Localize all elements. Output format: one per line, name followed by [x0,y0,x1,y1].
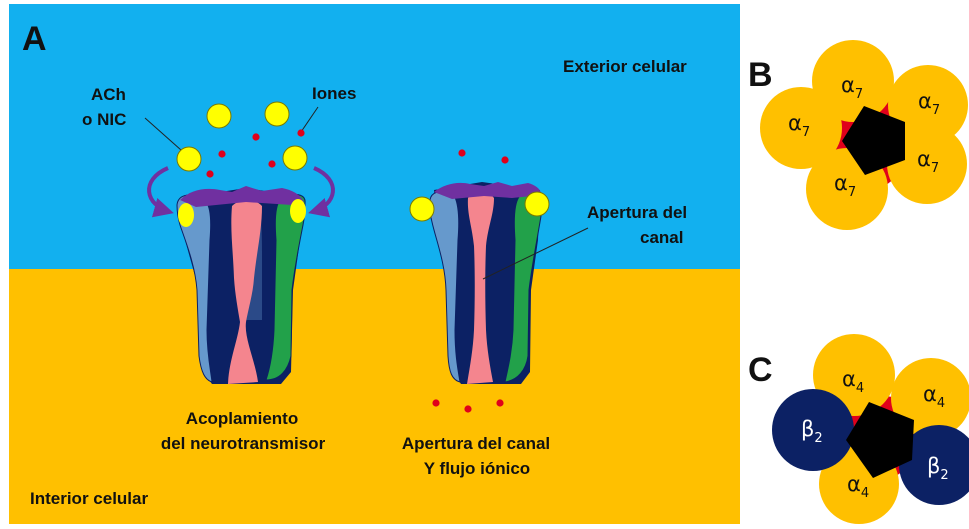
ion-particle [252,133,259,140]
ion-particle [206,170,213,177]
bound-ligand-left [178,203,194,227]
caption-right-line2: Y flujo iónico [424,459,530,478]
ligand-molecule [265,102,289,126]
ion-particle [464,405,471,412]
caption-left-line1: Acoplamiento [186,409,298,428]
ion-particle [432,399,439,406]
ion-particle [496,399,503,406]
caption-right-line1: Apertura del canal [402,434,550,453]
ligand-label-line2: o NIC [82,110,126,129]
panel-b: B α7 α7 α7 α7 α7 [748,40,968,230]
ion-particle [501,156,508,163]
interior-region [9,269,740,524]
bound-ligand-right [290,199,306,223]
ligand-label-line1: ACh [91,85,126,104]
bound-ligand-right [525,192,549,216]
ligand-molecule [283,146,307,170]
panel-c: C α4 α4 β2 α4 β2 [748,334,969,524]
ion-particle [218,150,225,157]
caption-left-line2: del neurotransmisor [161,434,326,453]
panel-c-letter: C [748,351,773,389]
opening-label-line2: canal [640,228,683,247]
ion-particle [297,129,304,136]
ligand-molecule [177,147,201,171]
exterior-region [9,4,740,269]
ligand-molecule [207,104,231,128]
exterior-label: Exterior celular [563,57,687,76]
opening-label-line1: Apertura del [587,203,687,222]
ion-particle [268,160,275,167]
interior-label: Interior celular [30,489,148,508]
panel-b-letter: B [748,56,773,94]
panel-a: A Exterior celular Interior celular ACh … [9,4,740,524]
bound-ligand-left [410,197,434,221]
ions-label: Iones [312,84,356,103]
ion-particle [458,149,465,156]
panel-a-letter: A [22,20,47,58]
